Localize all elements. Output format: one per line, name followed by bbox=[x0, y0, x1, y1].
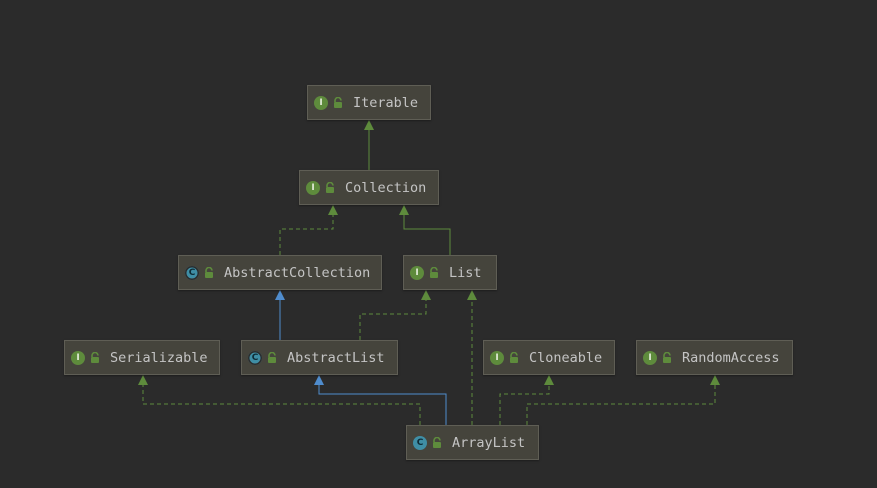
node-label: Collection bbox=[345, 179, 427, 196]
arrowhead bbox=[399, 205, 409, 215]
node-serializable[interactable]: I Serializable bbox=[64, 340, 220, 375]
node-array-list[interactable]: C ArrayList bbox=[406, 425, 539, 460]
node-abstract-list[interactable]: C AbstractList bbox=[241, 340, 398, 375]
arrowhead bbox=[421, 290, 431, 300]
interface-icon: I bbox=[306, 180, 320, 195]
arrowhead bbox=[328, 205, 338, 215]
node-label: AbstractCollection bbox=[224, 264, 371, 281]
edge-array-list-to-serializable bbox=[138, 375, 421, 425]
arrowhead bbox=[467, 290, 477, 300]
node-iterable[interactable]: I Iterable bbox=[307, 85, 431, 120]
node-collection[interactable]: I Collection bbox=[299, 170, 439, 205]
node-label: AbstractList bbox=[287, 349, 385, 366]
lock-icon bbox=[91, 351, 99, 363]
arrowhead bbox=[544, 375, 554, 385]
node-label: RandomAccess bbox=[682, 349, 780, 366]
edge-array-list-to-list bbox=[467, 290, 477, 425]
node-random-access[interactable]: I RandomAccess bbox=[636, 340, 793, 375]
interface-icon: I bbox=[410, 265, 424, 280]
edge-array-list-to-random-access bbox=[526, 375, 720, 425]
interface-icon: I bbox=[490, 350, 504, 365]
node-label: Iterable bbox=[353, 94, 419, 111]
lock-icon bbox=[433, 436, 441, 448]
node-abstract-collection[interactable]: C AbstractCollection bbox=[178, 255, 382, 290]
abstract-class-icon: C bbox=[185, 265, 199, 280]
lock-icon bbox=[334, 96, 342, 108]
arrowhead bbox=[364, 120, 374, 130]
node-label: Serializable bbox=[110, 349, 208, 366]
abstract-class-icon: C bbox=[248, 350, 262, 365]
lock-icon bbox=[510, 351, 518, 363]
interface-icon: I bbox=[71, 350, 85, 365]
edge-array-list-to-cloneable bbox=[499, 375, 554, 425]
node-list[interactable]: I List bbox=[403, 255, 497, 290]
edge-collection-to-iterable bbox=[364, 120, 374, 170]
edge-abstract-list-to-abstract-collection bbox=[275, 290, 285, 340]
edge-array-list-to-abstract-list bbox=[314, 375, 447, 425]
node-label: ArrayList bbox=[452, 434, 526, 451]
lock-icon bbox=[663, 351, 671, 363]
edge-abstract-list-to-list bbox=[359, 290, 431, 340]
edge-list-to-collection bbox=[399, 205, 451, 255]
lock-icon bbox=[268, 351, 276, 363]
edge-abstract-collection-to-collection bbox=[279, 205, 338, 255]
node-label: Cloneable bbox=[529, 349, 603, 366]
node-cloneable[interactable]: I Cloneable bbox=[483, 340, 615, 375]
interface-icon: I bbox=[314, 95, 328, 110]
node-label: List bbox=[449, 264, 482, 281]
arrowhead bbox=[710, 375, 720, 385]
lock-icon bbox=[430, 266, 438, 278]
lock-icon bbox=[326, 181, 334, 193]
class-icon: C bbox=[413, 435, 427, 450]
interface-icon: I bbox=[643, 350, 657, 365]
arrowhead bbox=[314, 375, 324, 385]
arrowhead bbox=[275, 290, 285, 300]
arrowhead bbox=[138, 375, 148, 385]
lock-icon bbox=[205, 266, 213, 278]
